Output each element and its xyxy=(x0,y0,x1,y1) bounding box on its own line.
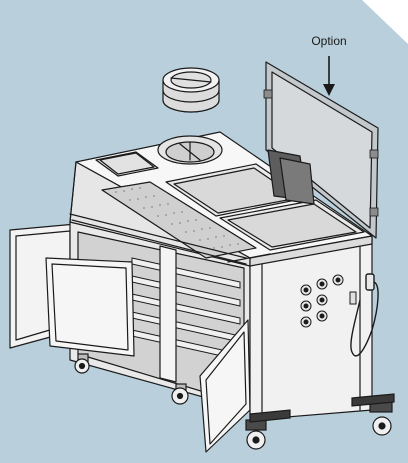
work-surface xyxy=(69,131,373,267)
drain-perforations xyxy=(115,187,239,249)
caster-icon xyxy=(74,353,90,374)
casters xyxy=(74,353,395,450)
middle-cabinet-door-open xyxy=(45,257,135,357)
option-arrow-icon xyxy=(323,56,335,96)
caster-icon xyxy=(171,383,189,405)
sneeze-guard-option xyxy=(263,61,379,239)
caster-icon xyxy=(245,419,267,450)
round-lid xyxy=(162,67,220,113)
option-label: Option xyxy=(311,34,347,48)
spray-hose xyxy=(350,273,379,357)
end-panel xyxy=(249,235,379,421)
control-knobs xyxy=(300,274,344,328)
serving-plates xyxy=(267,149,315,205)
caster-icon xyxy=(369,401,393,436)
power-switch-icon xyxy=(349,291,357,305)
